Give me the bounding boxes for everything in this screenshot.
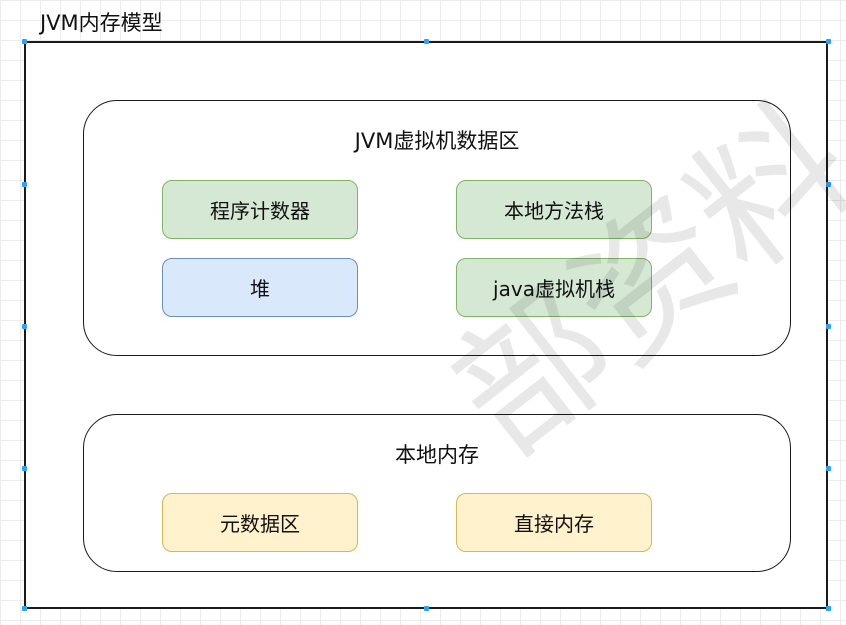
heap-node[interactable]: 堆 [162,258,358,317]
metaspace-node[interactable]: 元数据区 [162,493,358,552]
resize-handle-top-right[interactable] [826,39,831,44]
resize-handle-left-lower[interactable] [22,466,27,471]
resize-handle-bottom-middle[interactable] [424,606,429,611]
resize-handle-left-middle[interactable] [22,324,27,329]
resize-handle-bottom-left[interactable] [22,606,27,611]
diagram-title: JVM内存模型 [40,11,163,35]
jvm-memory-model-container[interactable]: JVM虚拟机数据区 程序计数器 本地方法栈 堆 java虚拟机栈 本地内存 元数… [24,41,828,609]
resize-handle-right-upper[interactable] [826,182,831,187]
resize-handle-top-left[interactable] [22,39,27,44]
jvm-data-area-title: JVM虚拟机数据区 [354,129,520,153]
resize-handle-top-middle[interactable] [424,39,429,44]
resize-handle-right-lower[interactable] [826,466,831,471]
native-memory-region[interactable]: 本地内存 元数据区 直接内存 [83,414,791,572]
resize-handle-bottom-right[interactable] [826,606,831,611]
resize-handle-right-middle[interactable] [826,324,831,329]
resize-handle-left-upper[interactable] [22,182,27,187]
native-memory-title: 本地内存 [395,443,479,467]
direct-memory-node[interactable]: 直接内存 [456,493,652,552]
native-method-stack-node[interactable]: 本地方法栈 [456,180,652,239]
jvm-data-area-region[interactable]: JVM虚拟机数据区 程序计数器 本地方法栈 堆 java虚拟机栈 [83,100,791,356]
java-vm-stack-node[interactable]: java虚拟机栈 [456,258,652,317]
program-counter-node[interactable]: 程序计数器 [162,180,358,239]
